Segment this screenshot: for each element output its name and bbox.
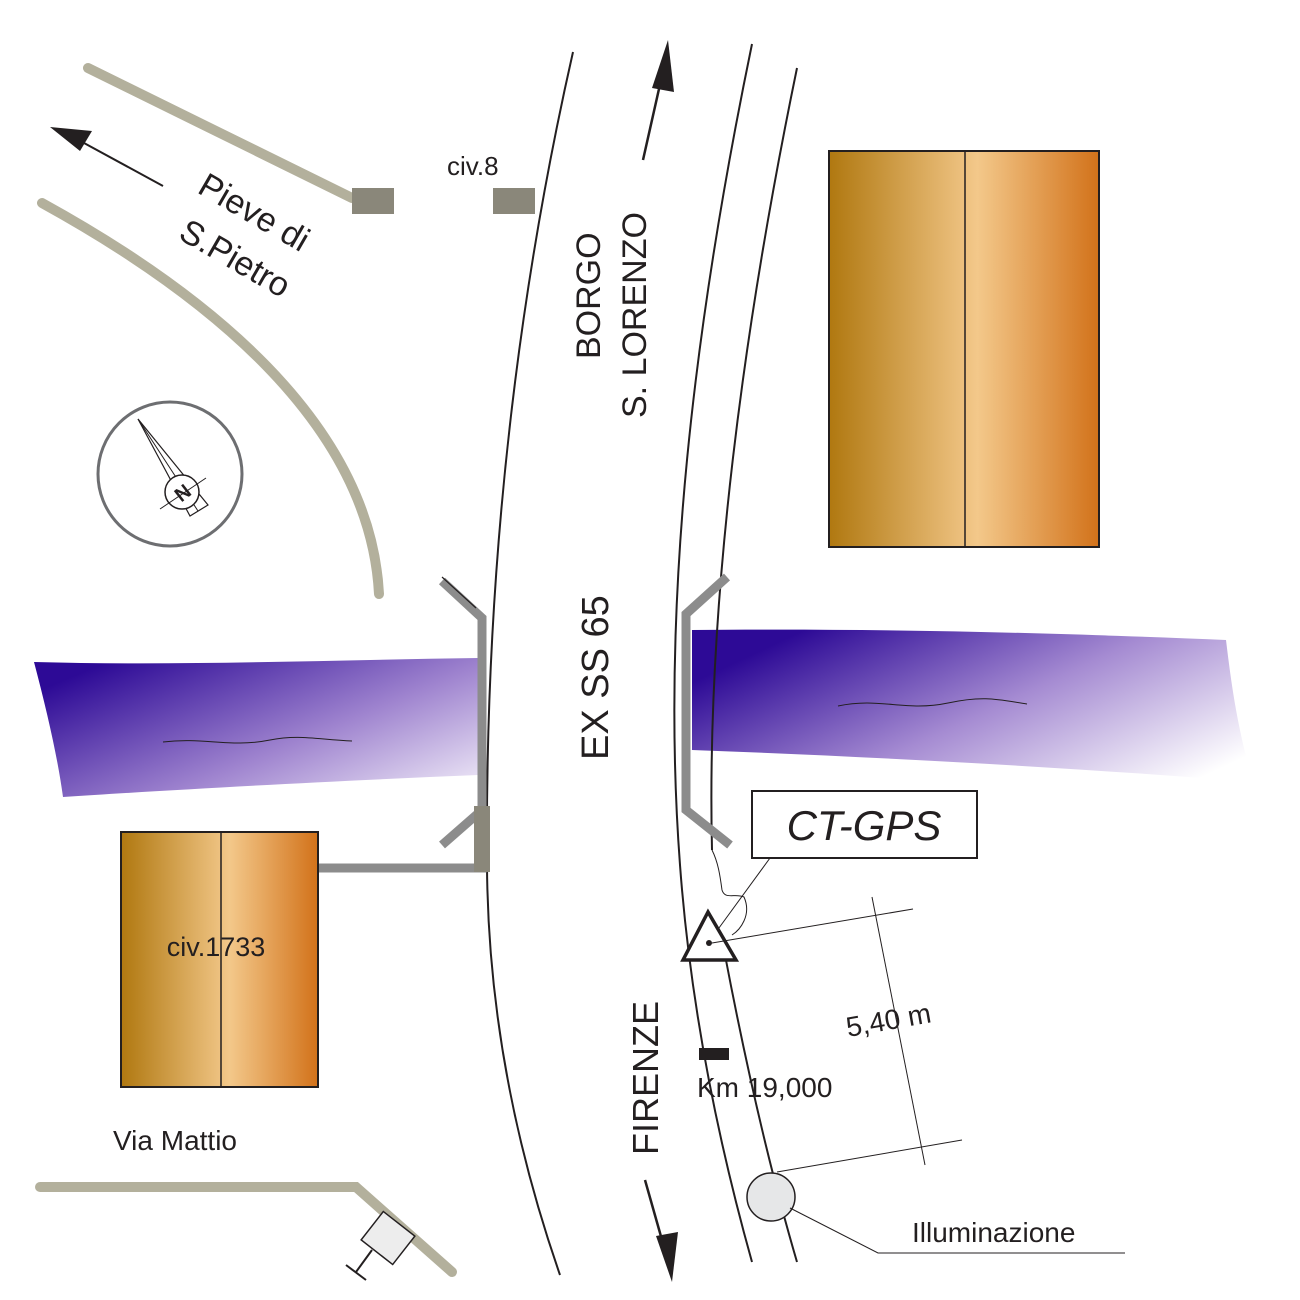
lighting-label: Illuminazione [912,1217,1075,1248]
direction-south-label: FIRENZE [625,1001,666,1155]
via-mattio-road [35,1182,457,1277]
side-road-pieve [37,63,384,599]
station-label-box: CT-GPS [751,790,978,859]
kilometer-label: Km 19,000 [697,1072,832,1103]
river-flow-line-west [162,736,353,744]
marker-civ-8 [493,188,535,214]
road-name-label: EX SS 65 [575,595,617,760]
gps-station-triangle-icon [680,908,740,962]
river-flow-line-east [837,698,1028,707]
civic-8-label: civ.8 [447,151,499,181]
marker-pieve [352,188,394,214]
street-light-icon [746,1172,1125,1254]
river-west [34,658,478,797]
compass-icon: N [96,400,244,548]
north-arrow-icon [641,40,674,161]
west-arrow-icon [50,127,164,187]
bridge-west [319,576,490,873]
station-label: CT-GPS [787,802,942,849]
distance-label: 5,40 m [844,998,934,1043]
km-marker [699,1048,729,1060]
building-civ-1733 [120,831,319,1088]
main-road [485,43,798,1276]
river-east [692,629,1253,782]
direction-north-label-line1: BORGO [570,232,608,359]
via-mattio-label: Via Mattio [113,1125,237,1156]
building-east [828,150,1100,548]
distance-measure [711,896,963,1173]
south-arrow-icon [643,1179,678,1282]
direction-north-label-line2: S. LORENZO [616,212,654,418]
hydrant-icon [345,1210,416,1281]
civic-1733-label: civ.1733 [167,932,266,962]
bridge-east [681,573,733,849]
